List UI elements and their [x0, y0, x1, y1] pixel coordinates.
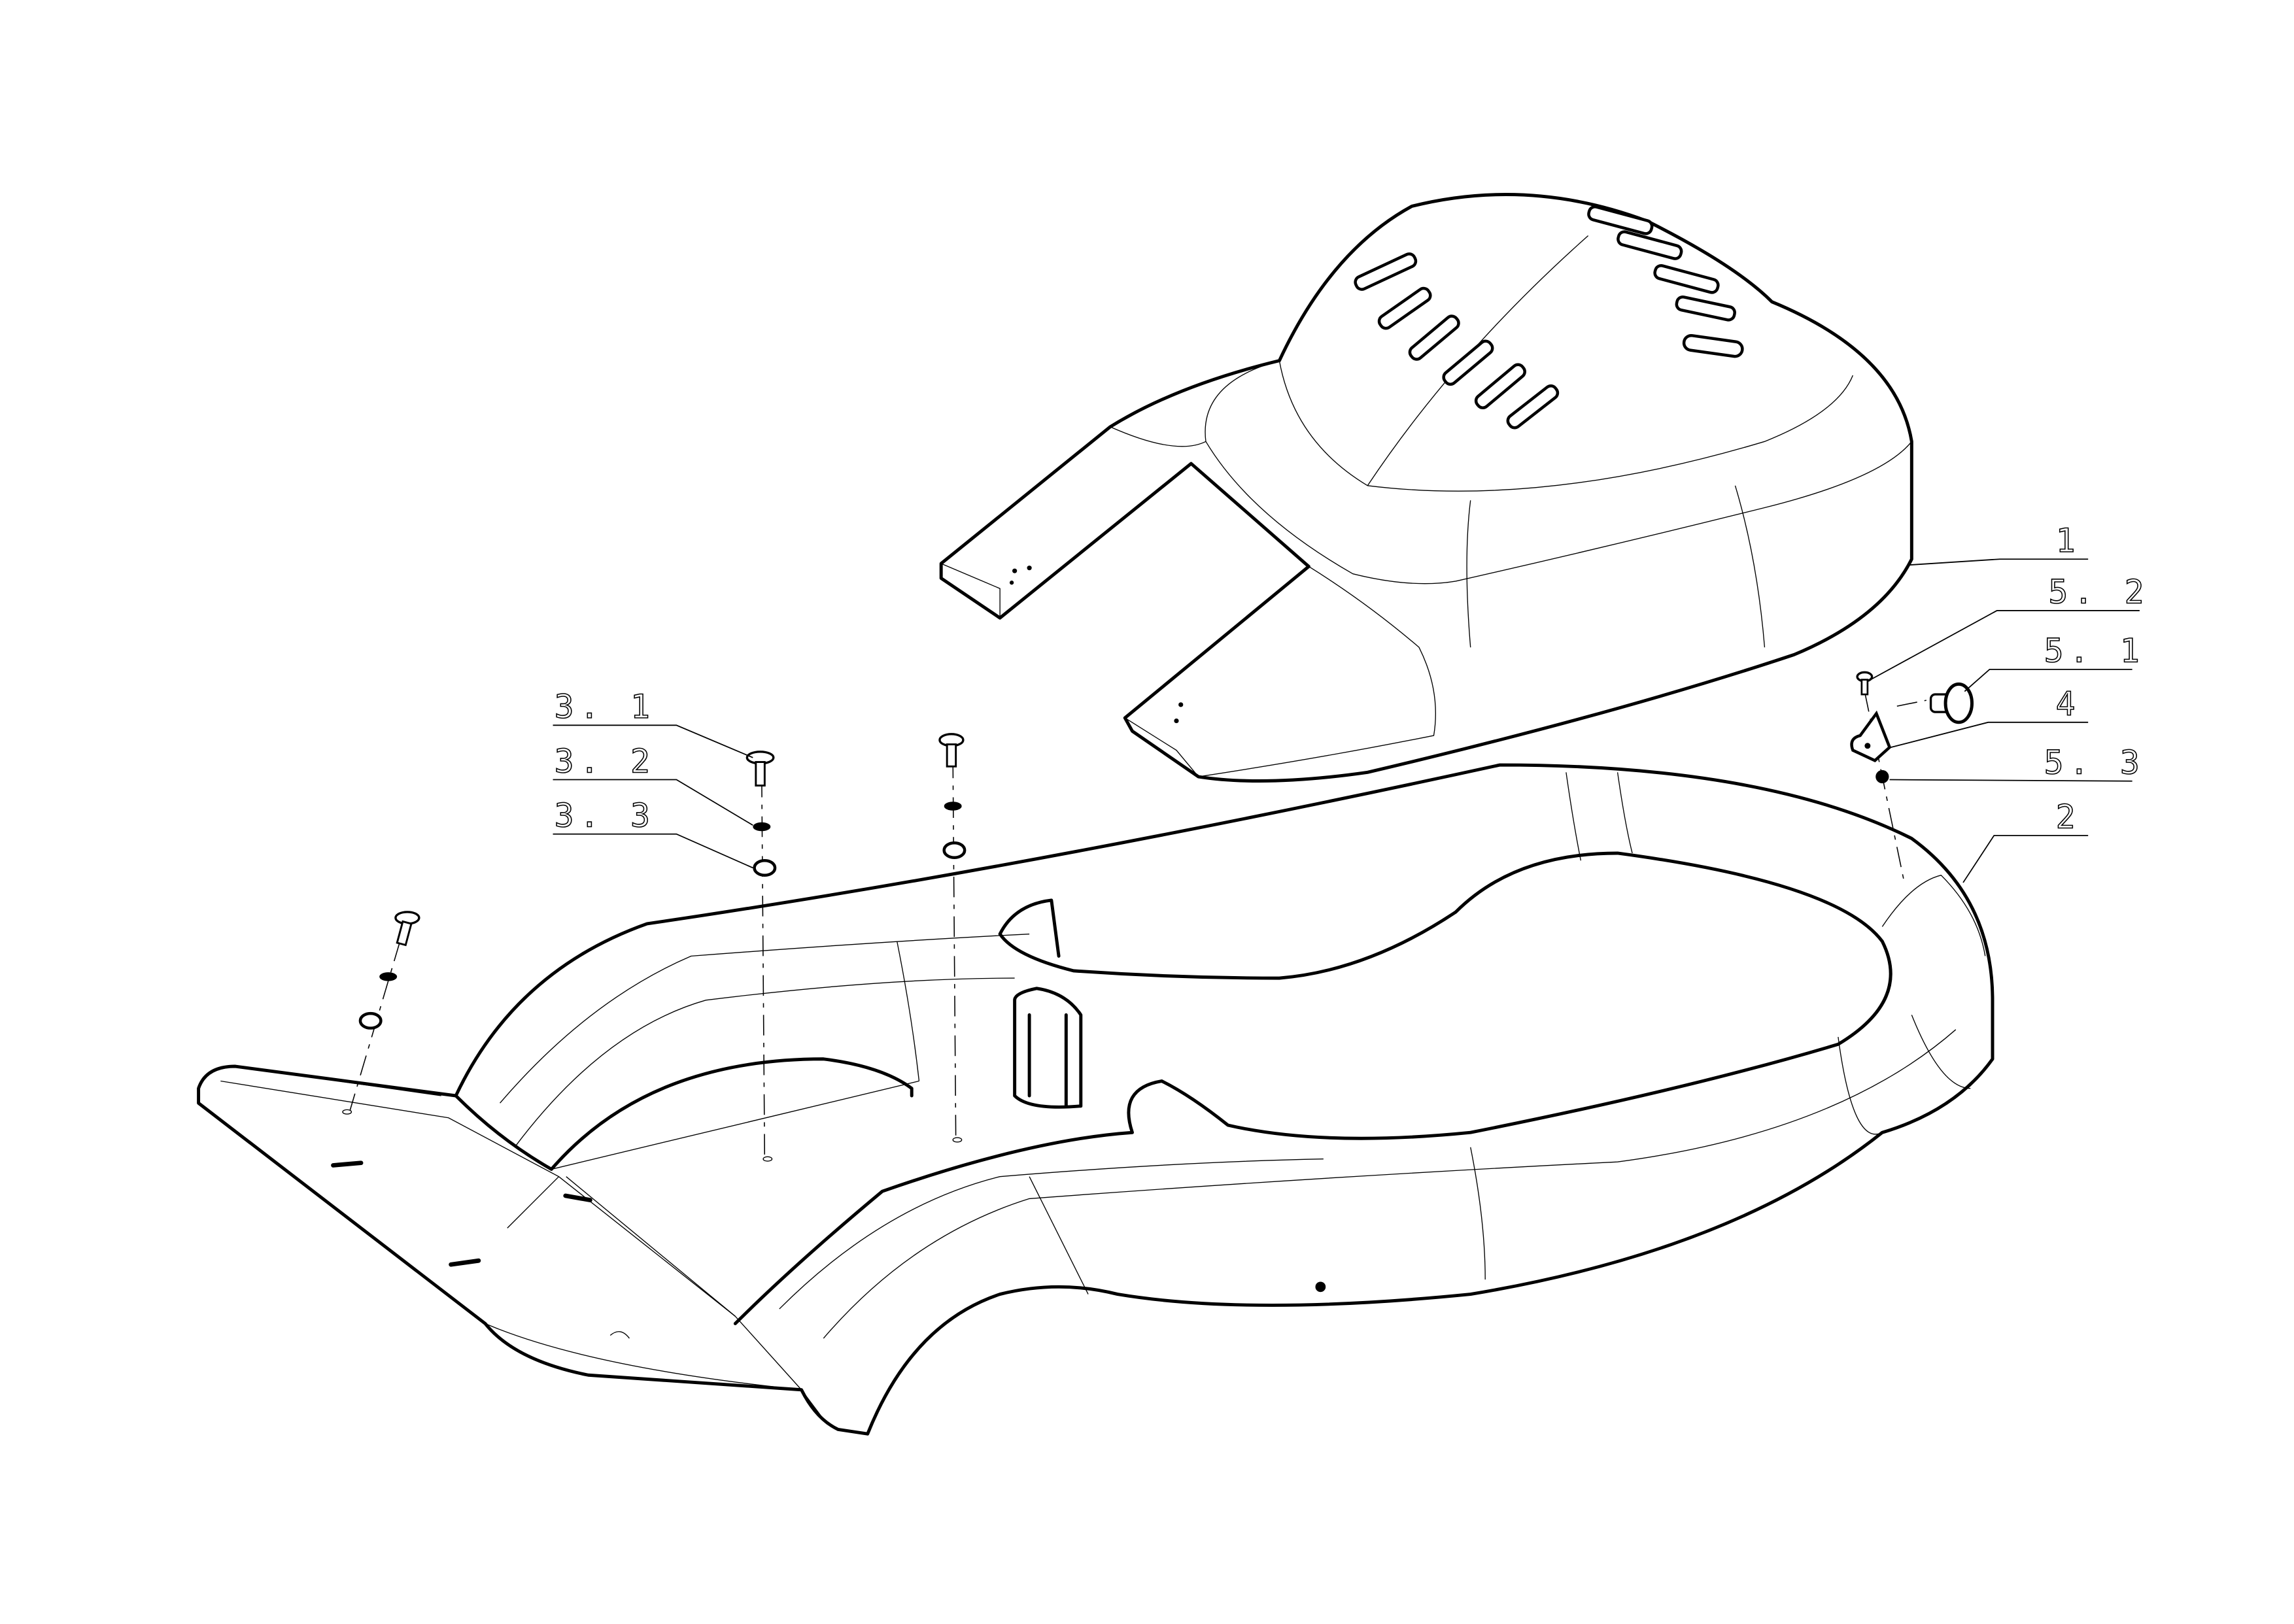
callout-2: 2 — [1962, 798, 2089, 883]
callout-4: 4 — [1891, 685, 2089, 748]
svg-text:5. 3: 5. 3 — [2044, 744, 2146, 782]
svg-text:1: 1 — [2056, 522, 2081, 560]
callout-3-1: 3. 1 — [553, 687, 753, 758]
callout-3-2: 3. 2 — [553, 741, 753, 826]
bracket-4 — [1850, 710, 1892, 762]
carriage-bolt-3-1 — [394, 733, 965, 947]
knob-5-1 — [1896, 682, 1974, 724]
callout-5-2: 5. 2 — [1870, 573, 2149, 681]
callout-1: 1 — [1908, 521, 2089, 566]
nuts-3-3 — [358, 841, 967, 1030]
part-2-body-shell — [197, 763, 1994, 1436]
svg-text:2: 2 — [2056, 798, 2081, 836]
svg-text:3. 3: 3. 3 — [555, 796, 656, 834]
callout-5-1: 5. 1 — [1964, 632, 2146, 692]
washers-3-2 — [379, 802, 962, 981]
screw-5-2 — [1856, 671, 1874, 696]
svg-text:5. 1: 5. 1 — [2044, 632, 2146, 670]
callouts: 1 5. 2 5. 1 4 5. 3 2 3. 1 3. 2 — [553, 521, 2149, 883]
svg-text:5. 2: 5. 2 — [2048, 573, 2149, 611]
callout-3-3: 3. 3 — [553, 796, 753, 869]
part-1-seat-cover — [939, 193, 1913, 783]
nut-5-3 — [1875, 770, 1889, 784]
vent-slots — [1354, 205, 1744, 430]
svg-text:4: 4 — [2056, 685, 2081, 723]
floor-slots — [331, 1160, 592, 1267]
svg-text:3. 1: 3. 1 — [555, 688, 656, 726]
svg-text:3. 2: 3. 2 — [555, 742, 656, 780]
fasteners — [342, 671, 1974, 1162]
callout-5-3: 5. 3 — [1889, 743, 2146, 782]
